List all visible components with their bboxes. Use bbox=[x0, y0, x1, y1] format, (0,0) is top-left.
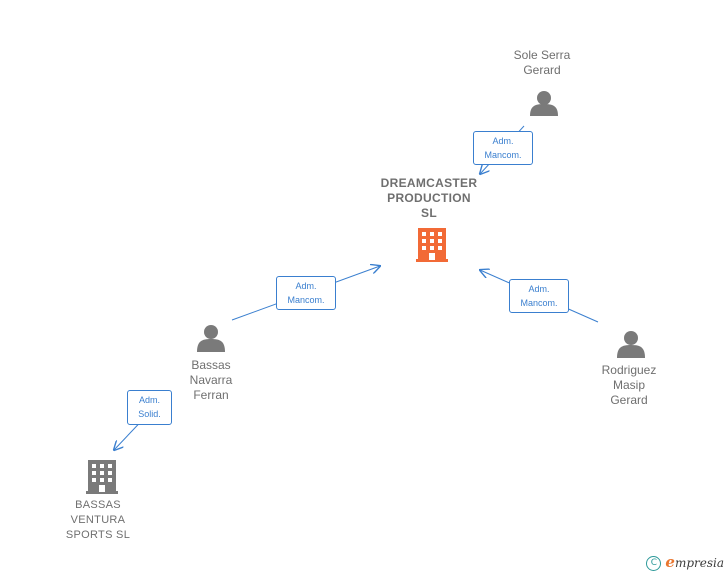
brand-initial: e bbox=[665, 553, 675, 571]
copyright-icon: C bbox=[646, 556, 662, 571]
edge-label-bassas-navarra-to-dreamcaster: Adm. Mancom. bbox=[276, 276, 336, 310]
edge-label-rodriguez-to-dreamcaster: Adm. Mancom. bbox=[509, 279, 569, 313]
person-name-sole-serra[interactable]: Sole Serra Gerard bbox=[513, 48, 571, 77]
person-icon[interactable] bbox=[617, 331, 645, 358]
building-icon[interactable] bbox=[416, 228, 448, 262]
person-name-rodriguez-masip[interactable]: Rodriguez Masip Gerard bbox=[601, 363, 657, 407]
person-icon[interactable] bbox=[197, 325, 225, 352]
brand-name: mpresia bbox=[674, 556, 724, 570]
edge-label-sole-to-dreamcaster: Adm. Mancom. bbox=[473, 131, 533, 165]
building-icon[interactable] bbox=[86, 460, 118, 494]
company-name-bassas-ventura[interactable]: BASSAS VENTURA SPORTS SL bbox=[65, 499, 131, 541]
person-name-bassas-navarra[interactable]: Bassas Navarra Ferran bbox=[189, 358, 233, 402]
company-name-dreamcaster[interactable]: DREAMCASTER PRODUCTION SL bbox=[380, 176, 478, 220]
edge-label-bassas-navarra-to-ventura: Adm. Solid. bbox=[127, 390, 172, 425]
person-icon[interactable] bbox=[530, 91, 558, 116]
